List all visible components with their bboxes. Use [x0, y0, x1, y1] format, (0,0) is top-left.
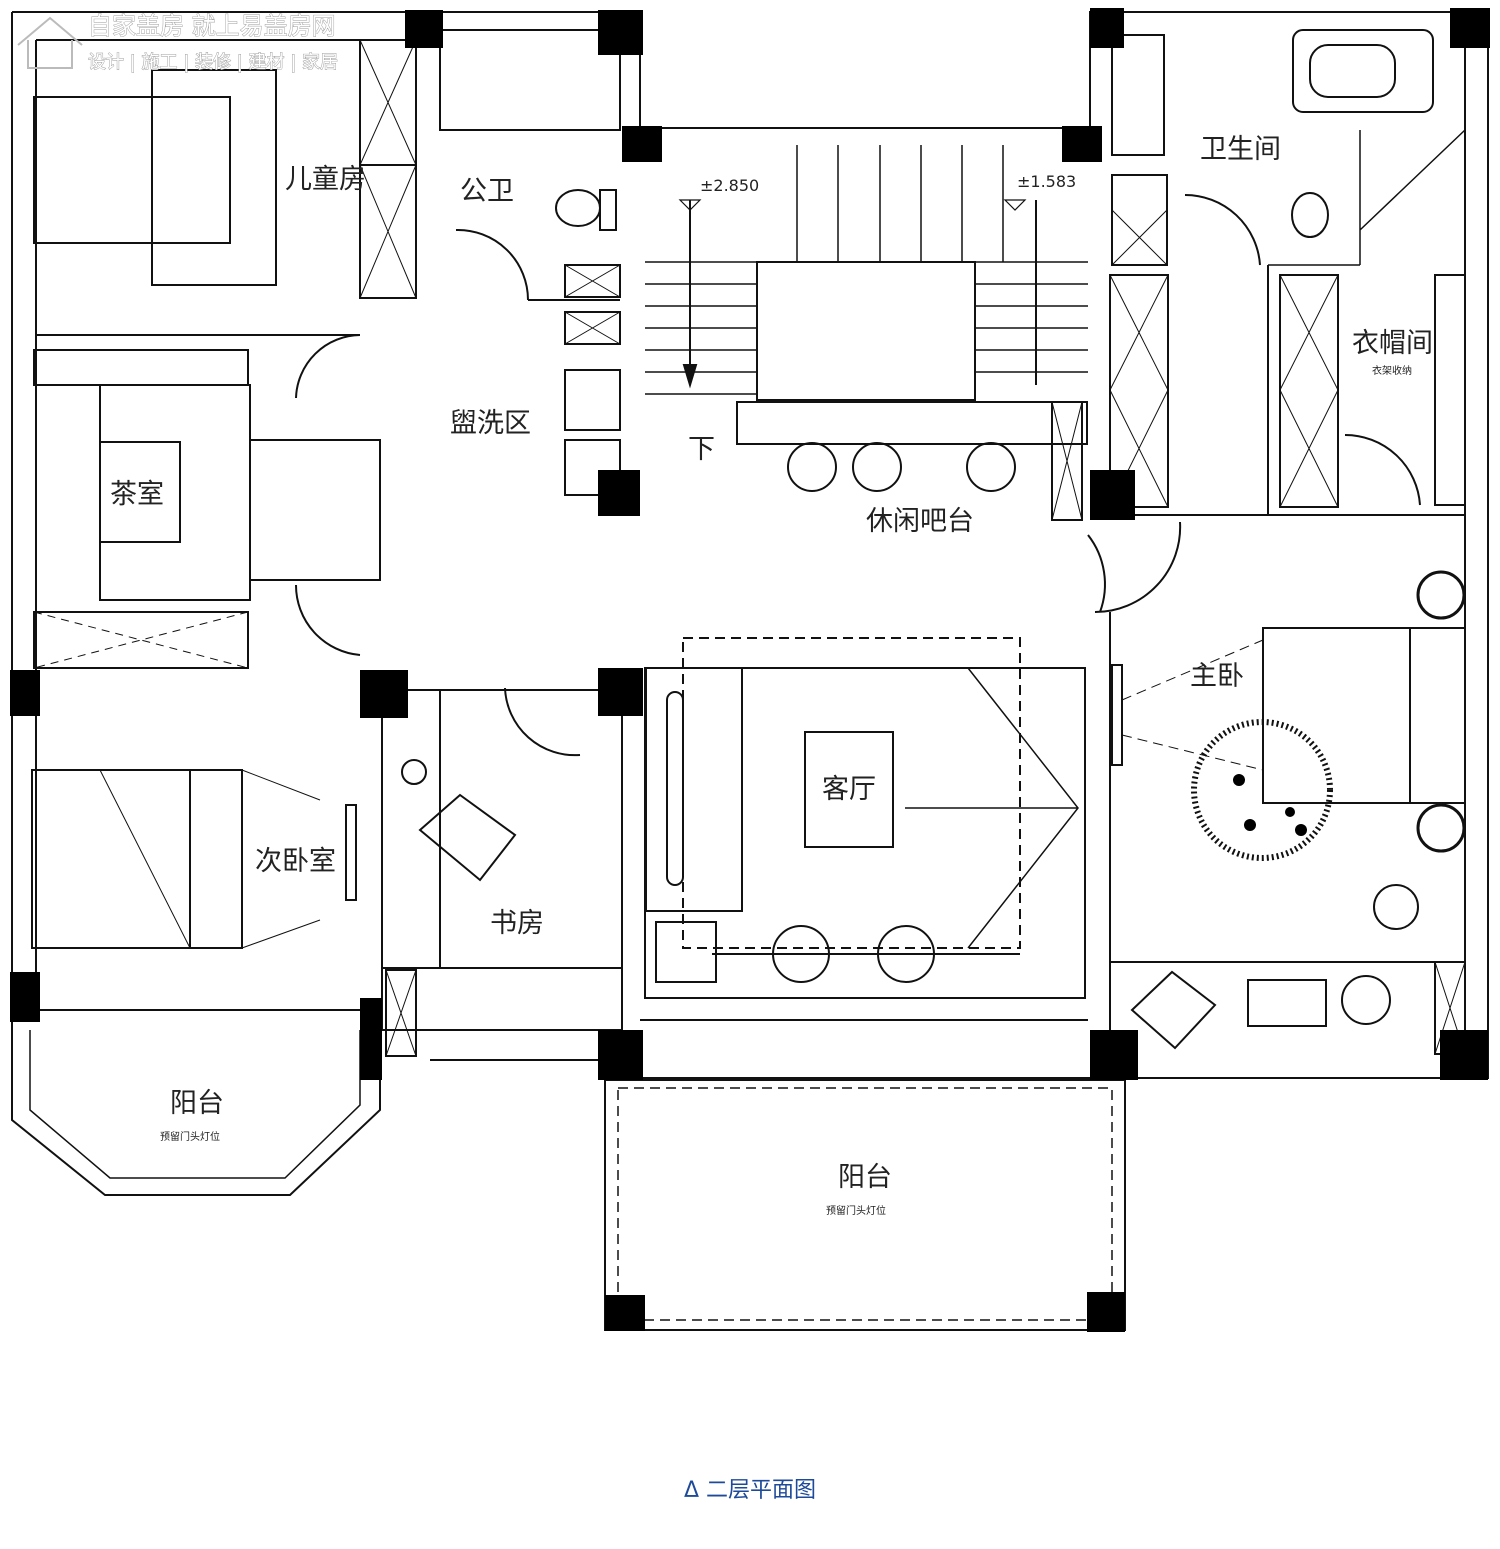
cloakroom-note: 衣架收纳 [1372, 364, 1412, 377]
room-label-study: 书房 [490, 908, 544, 939]
bar-stool [966, 442, 1016, 492]
balcony-center-note: 预留门头灯位 [826, 1204, 886, 1217]
watermark-house-icon [17, 16, 83, 69]
outer-wall [12, 11, 1489, 1079]
room-label-bathroom: 卫生间 [1200, 134, 1281, 165]
room-label-bar: 休闲吧台 [866, 506, 974, 537]
room-label-balcony-left: 阳台 [170, 1088, 224, 1119]
balcony-left-note: 预留门头灯位 [160, 1130, 220, 1143]
room-label-cloakroom: 衣帽间 [1352, 328, 1433, 359]
outer-wall-left [11, 12, 37, 1020]
kids-wardrobe [359, 39, 417, 299]
armchair [1130, 970, 1217, 1050]
room-label-master: 主卧 [1190, 661, 1244, 692]
toilet-room [439, 29, 621, 131]
figure-caption: Δ 二层平面图 [0, 1472, 1500, 1504]
tea-table-inner [99, 441, 181, 543]
sink-cabinet [1111, 34, 1165, 156]
bar-stool [852, 442, 902, 492]
room-label-living: 客厅 [822, 774, 876, 805]
watermark-title: 自家盖房 就上易盖房网 [88, 12, 336, 40]
caption-text: 二层平面图 [706, 1478, 817, 1503]
coffee-table [804, 731, 894, 848]
watermark-subtitle: 设计 | 施工 | 装修 | 建材 | 家居 [88, 52, 338, 73]
tv-unit [345, 804, 357, 901]
balcony-left [11, 1020, 381, 1196]
caption-symbol: Δ [683, 1478, 700, 1503]
desk [1247, 979, 1327, 1027]
study-chair [418, 793, 517, 882]
level-left: ±2.850 [700, 176, 759, 195]
kids-bed-frame [151, 69, 277, 286]
stairs [645, 145, 1088, 395]
bar-counter [736, 401, 1088, 445]
rug [1191, 719, 1333, 861]
tea-cabinet-bottom [33, 611, 249, 669]
master-bed [1262, 627, 1466, 804]
stair-down-label: 下 [688, 434, 715, 465]
balcony-center [604, 1079, 1126, 1331]
wash-basin-2 [564, 439, 621, 496]
room-label-kids: 儿童房 [285, 164, 366, 195]
study-room [381, 689, 623, 1031]
toilet-icon [555, 189, 601, 227]
tea-cabinet-top [33, 349, 249, 386]
room-label-tea: 茶室 [110, 479, 164, 510]
room-label-public-toilet: 公卫 [460, 176, 514, 207]
level-right: ±1.583 [1017, 172, 1076, 191]
toilet-icon-right [1291, 192, 1329, 238]
columns [10, 8, 1490, 1332]
floor-plan: 自家盖房 就上易盖房网 设计 | 施工 | 装修 | 建材 | 家居 儿童房 公… [10, 8, 1490, 1332]
bathtub [1292, 29, 1434, 113]
sofa [645, 667, 743, 912]
room-label-wash-area: 盥洗区 [450, 408, 531, 439]
cloak-wardrobe-right [1434, 274, 1466, 506]
room-label-balcony-center: 阳台 [838, 1162, 892, 1193]
cloak-wardrobe-center [1279, 274, 1339, 508]
room-label-second-bedroom: 次卧室 [255, 846, 336, 877]
tv-wall [682, 637, 1021, 949]
second-bed [31, 769, 243, 949]
stair-landing [756, 261, 976, 401]
lamp-icon [401, 759, 427, 785]
bar-stool [787, 442, 837, 492]
wash-basin [564, 369, 621, 431]
kids-bed [33, 96, 231, 244]
